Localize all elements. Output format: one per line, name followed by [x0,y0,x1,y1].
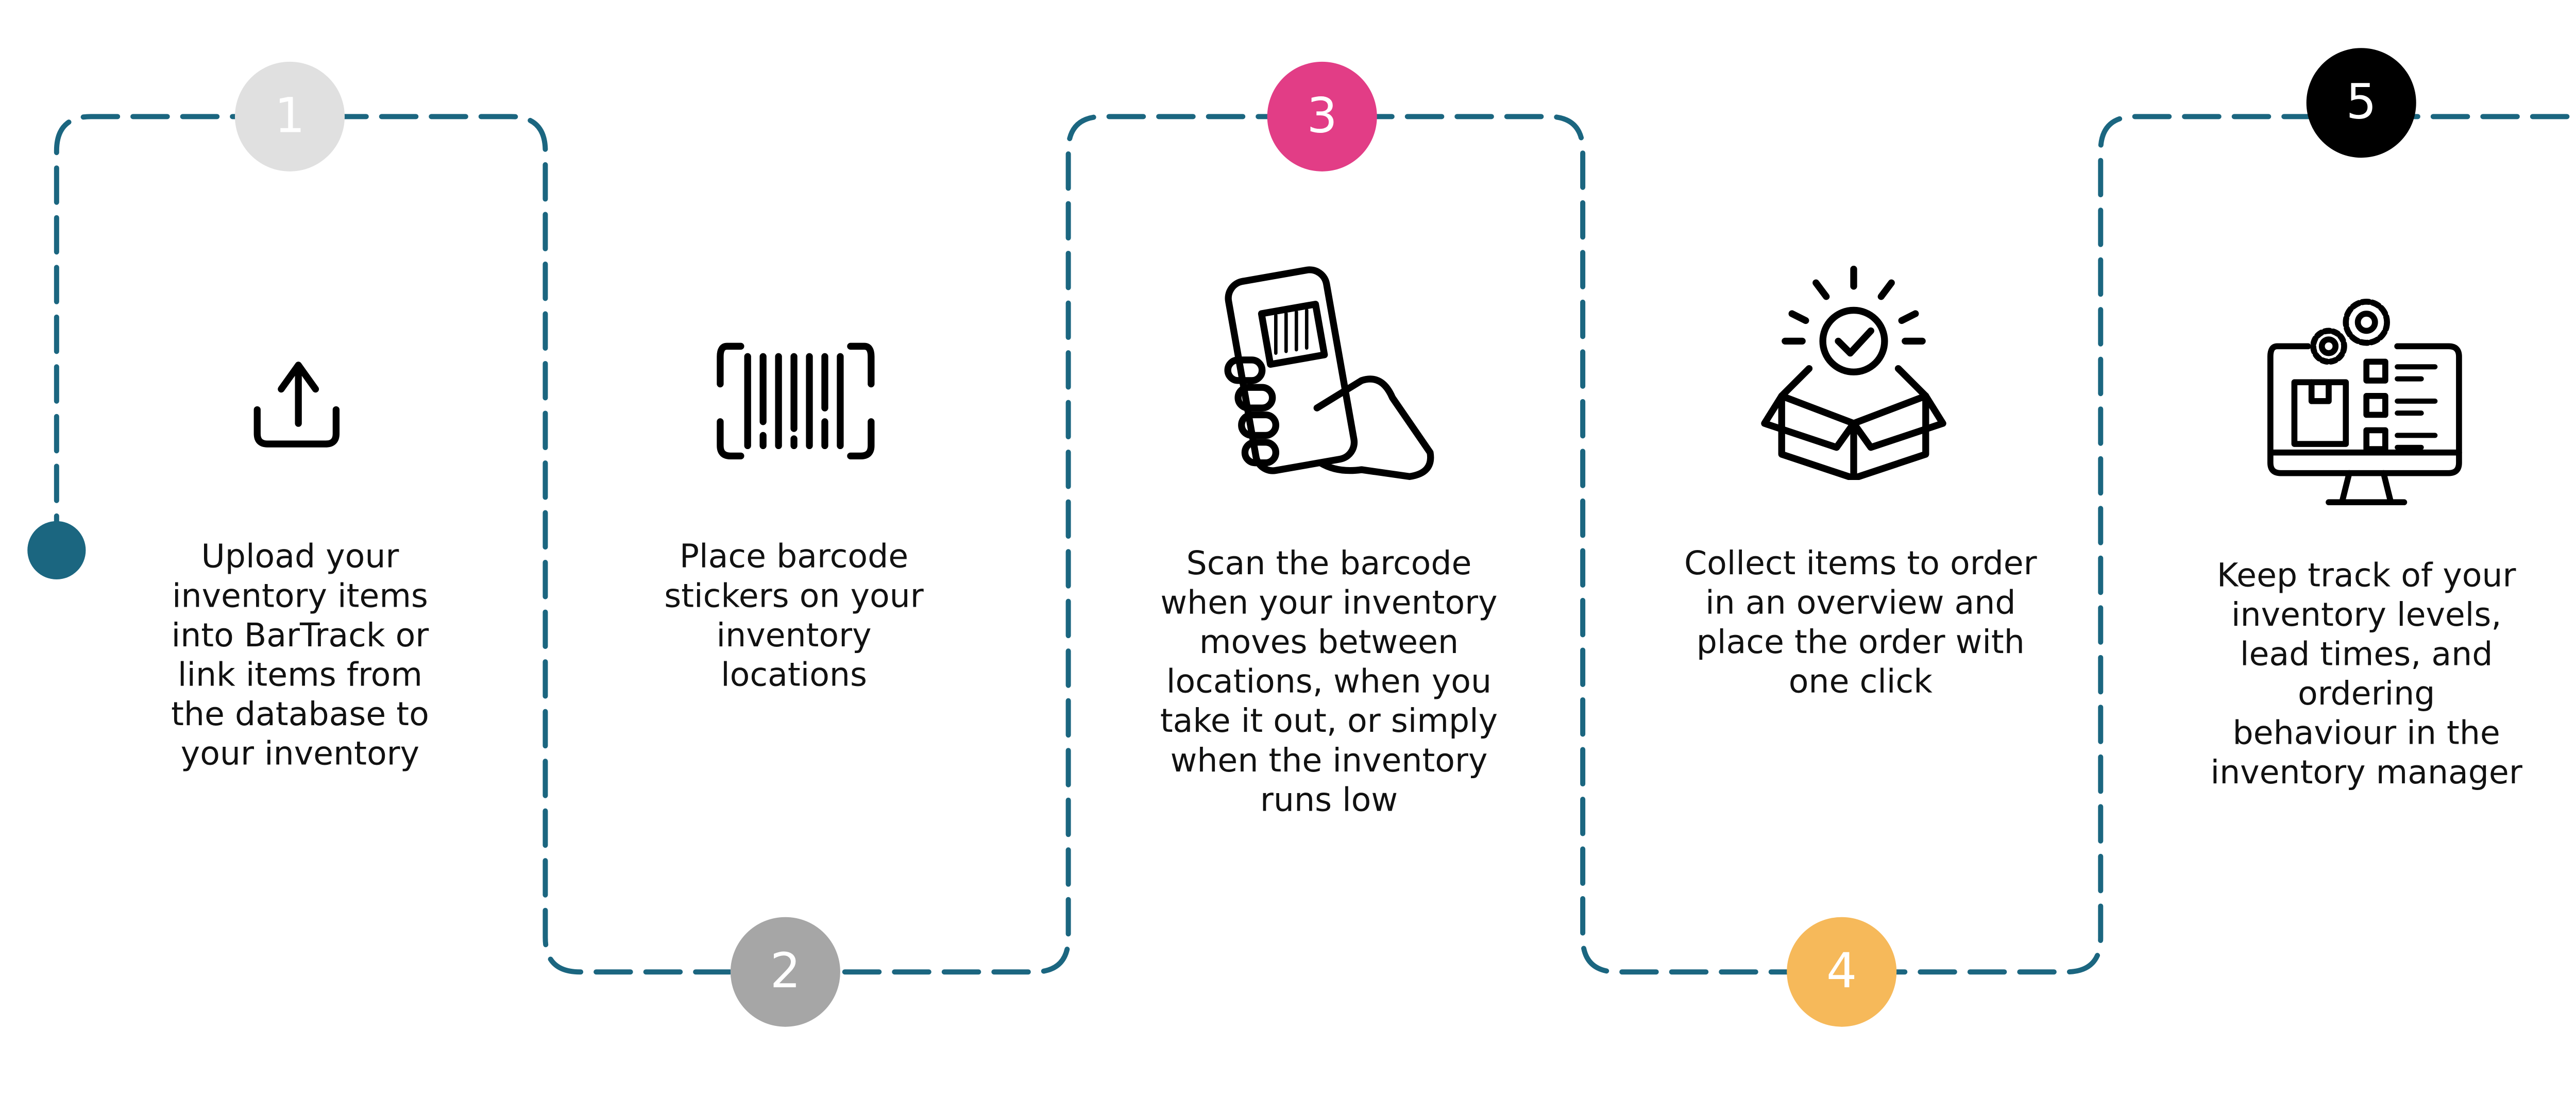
text-line: Collect items to order [1684,545,2037,583]
text-line: stickers on your [664,577,924,615]
text-line: inventory items [172,577,428,615]
text-line: locations [721,656,867,695]
step-4-badge: 4 [1787,917,1897,1027]
text-line: one click [1788,663,1933,701]
text-line: Scan the barcode [1186,545,1472,583]
text-line: when the inventory [1170,742,1488,780]
text-line: Place barcode [679,538,909,576]
step-2-badge: 2 [730,917,840,1027]
text-line: locations, when you [1166,663,1492,701]
text-line: the database to [171,696,429,734]
text-line: inventory levels, [2231,596,2502,634]
text-line: inventory [716,617,872,655]
text-line: link items from [177,656,422,695]
text-line: inventory manager [2210,754,2522,792]
start-dot [27,521,86,579]
box-check-icon [1761,265,1946,480]
text-line: moves between [1199,624,1459,662]
text-line: Keep track of your [2216,557,2516,595]
barcode-icon [717,342,875,460]
text-line: your inventory [180,735,420,774]
text-line: behaviour in the [2232,714,2500,753]
monitor-gears-icon [2267,298,2462,506]
text-line: in an overview and [1705,584,2016,623]
step-5-badge: 5 [2306,48,2416,158]
phone-scan-icon [1224,266,1434,480]
text-line: into BarTrack or [171,617,429,655]
text-line: lead times, and [2240,636,2493,674]
text-line: when your inventory [1160,584,1498,623]
text-line: place the order with [1696,624,2025,662]
text-line: Upload your [201,538,399,576]
text-line: ordering [2297,675,2435,713]
upload-icon [253,362,340,448]
step-3-badge: 3 [1267,61,1377,171]
text-line: runs low [1260,781,1398,819]
step-1-badge: 1 [234,61,345,171]
text-line: take it out, or simply [1160,702,1498,741]
